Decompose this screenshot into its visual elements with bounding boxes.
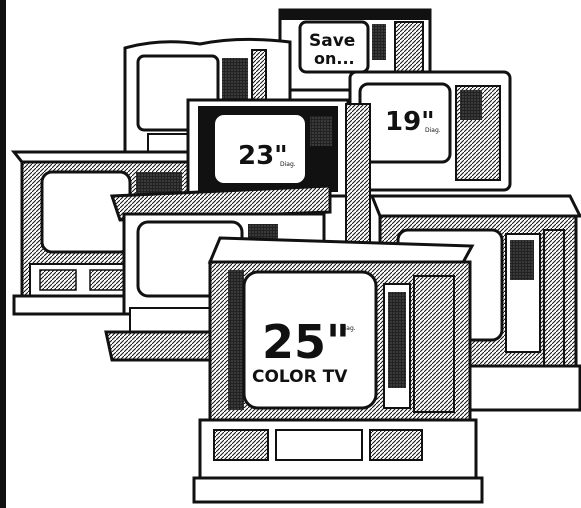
tv-save-label-line1: Save [309,31,355,51]
tv-19-inch: 19" Diag. [348,70,512,192]
tv-19-size-label: 19" [385,107,435,137]
left-border-bar [0,0,6,508]
tv-save-label-line2: on... [314,49,355,68]
tv-23-size-label: 23" [238,141,288,171]
tv-25-sub-label: Diag. [340,325,356,332]
tv-25-size-label: 25" [262,315,350,369]
tv-23-inch: 23" Diag. [186,98,371,245]
tv-25-color-label: COLOR TV [252,367,348,387]
tv-23-sub-label: Diag. [280,161,296,168]
tv-19-sub-label: Diag. [425,127,441,134]
tv-25-inch-color: 25" Diag. COLOR TV [192,236,484,504]
